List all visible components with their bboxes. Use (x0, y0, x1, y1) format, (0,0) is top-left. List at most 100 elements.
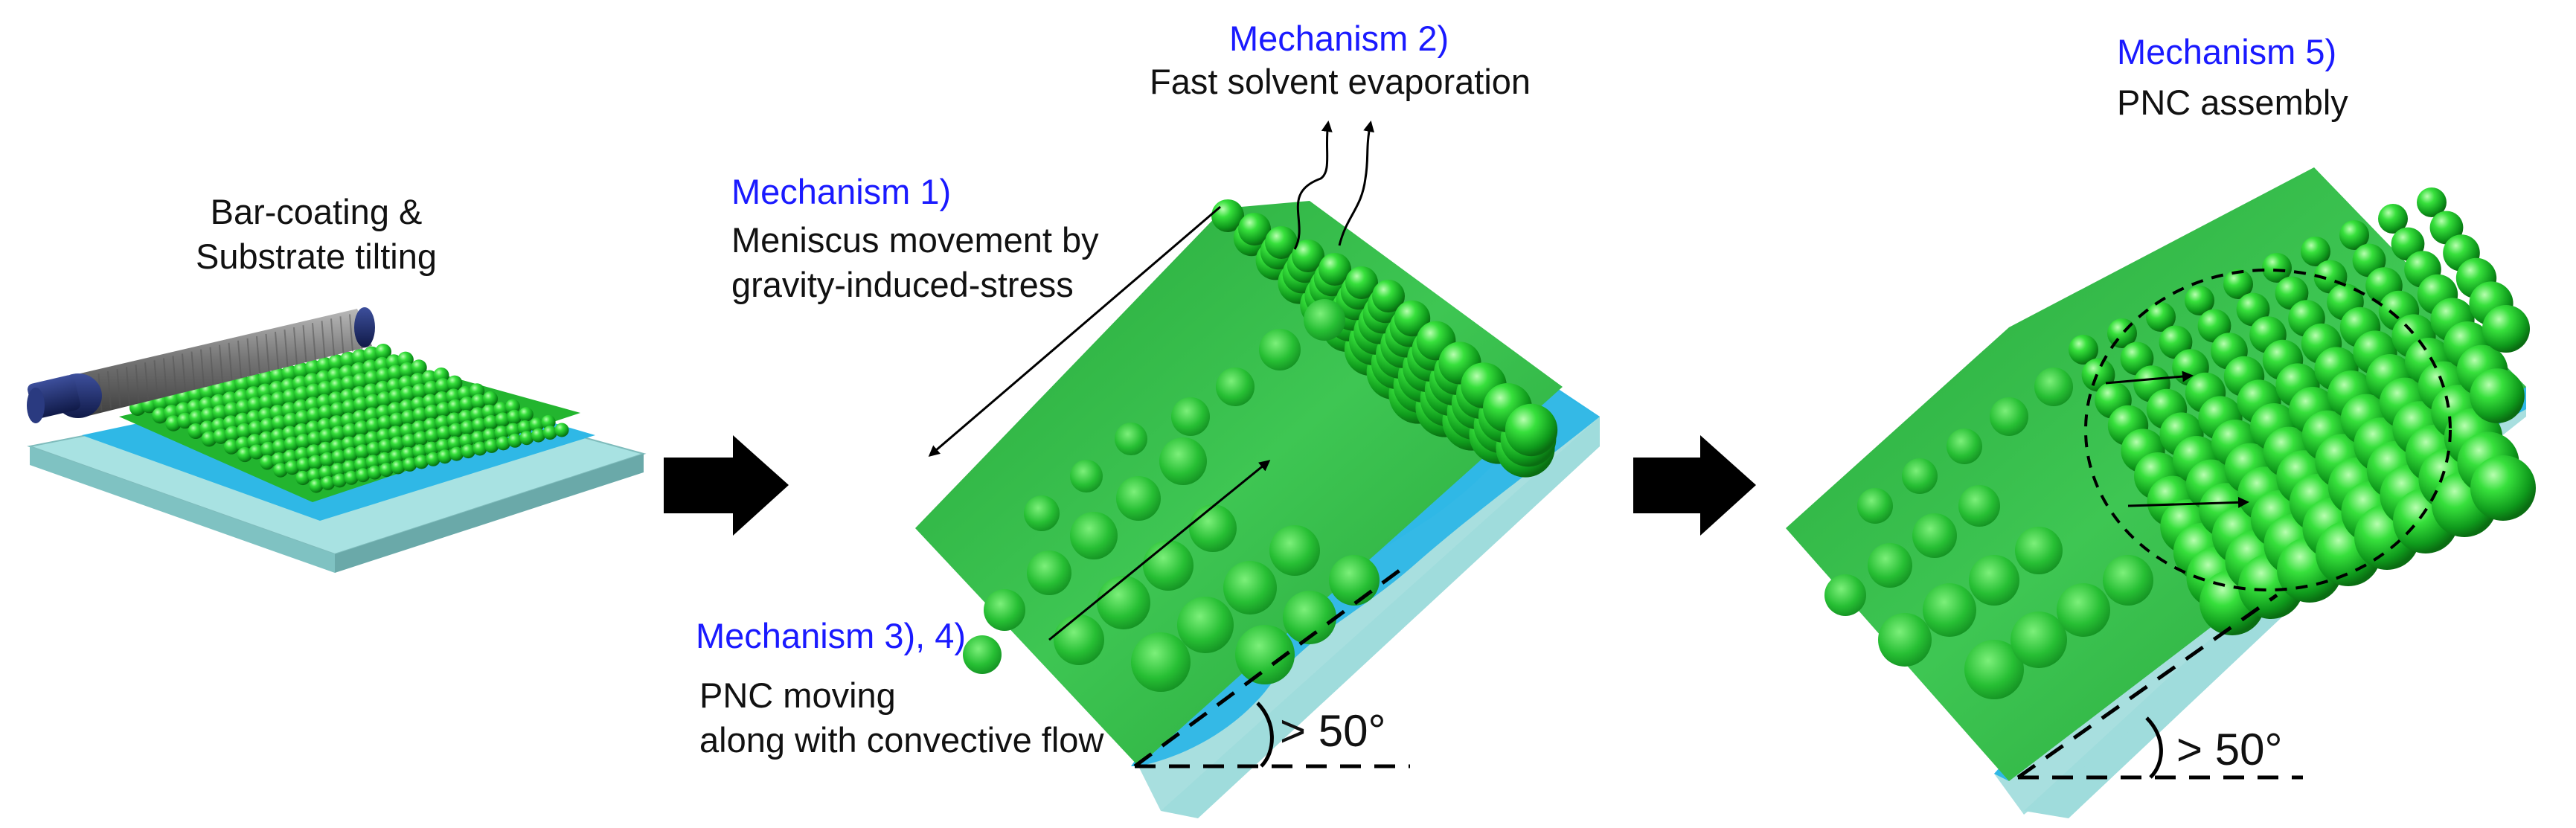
nanocrystal-sphere (542, 426, 557, 440)
nanocrystal-sphere (984, 589, 1025, 631)
nanocrystal-sphere (447, 399, 463, 414)
nanocrystal-sphere (1964, 640, 2024, 699)
nanocrystal-sphere (1394, 300, 1431, 337)
coated-nanocrystals (129, 344, 569, 493)
nanocrystal-sphere (377, 415, 393, 431)
mechanism-5-label: Mechanism 5) (2117, 32, 2337, 71)
nanocrystal-sphere (342, 460, 357, 475)
nanocrystal-sphere (388, 388, 404, 405)
nanocrystal-sphere (507, 433, 522, 448)
nanocrystal-sphere (482, 428, 498, 443)
nanocrystal-sphere (400, 446, 416, 462)
nanocrystal-spheres (963, 199, 1558, 692)
nanocrystal-sphere (413, 431, 429, 446)
nanocrystal-sphere (344, 470, 359, 485)
nanocrystal-sphere (2470, 455, 2536, 521)
nanocrystal-sphere (375, 344, 391, 360)
nanocrystal-sphere (1259, 329, 1301, 370)
nanocrystal-sphere (459, 433, 474, 449)
nanocrystal-sphere (1223, 561, 1277, 614)
nanocrystal-sphere (377, 452, 392, 467)
coating-bar (27, 307, 375, 423)
nanocrystal-sphere (1265, 226, 1298, 259)
nanocrystal-sphere (1878, 613, 1932, 667)
nanocrystal-sphere (402, 433, 417, 449)
nanocrystal-sphere (354, 420, 370, 436)
nanocrystal-sphere (471, 431, 486, 446)
nanocrystal-sphere (2069, 335, 2098, 365)
nanocrystal-sphere (307, 468, 322, 483)
nanocrystal-sphere (389, 412, 405, 428)
nanocrystal-sphere (320, 452, 335, 467)
nanocrystal-sphere (2057, 583, 2110, 637)
nanocrystal-sphere (295, 470, 310, 486)
nanocrystal-sphere (1947, 429, 1982, 464)
nanocrystal-sphere (378, 439, 394, 454)
nanocrystal-sphere (1116, 476, 1161, 521)
nanocrystal-sphere (437, 426, 452, 440)
nanocrystal-sphere (213, 429, 229, 444)
tilt-angle-label: > 50° (2176, 725, 2283, 774)
nanocrystal-sphere (460, 420, 475, 435)
nanocrystal-sphere (260, 417, 275, 434)
nanocrystal-sphere (2015, 527, 2063, 574)
nanocrystal-sphere (1923, 583, 1976, 637)
nanocrystal-sphere (449, 446, 464, 461)
nanocrystal-sphere (1824, 574, 1866, 616)
nanocrystal-sphere (295, 434, 311, 449)
nanocrystal-sphere (1131, 632, 1191, 692)
nanocrystal-sphere (318, 404, 334, 420)
nanocrystal-sphere (1912, 513, 1957, 558)
nanocrystal-sphere (459, 397, 475, 412)
nanocrystal-sphere (1372, 280, 1405, 312)
nanocrystal-sphere (318, 428, 335, 444)
nanocrystal-sphere (447, 436, 462, 451)
nanocrystal-sphere (223, 439, 240, 455)
nanocrystal-sphere (307, 407, 322, 423)
nanocrystal-sphere (2146, 302, 2176, 332)
nanocrystal-sphere (554, 423, 569, 437)
nanocrystal-sphere (411, 359, 427, 376)
nanocrystal-sphere (1143, 540, 1194, 591)
mechanism-5-description: PNC assembly (2117, 83, 2348, 122)
nanocrystal-sphere (1958, 485, 2000, 527)
nanocrystal-sphere (484, 438, 499, 453)
nanocrystal-sphere (1177, 597, 1234, 653)
nanocrystal-sphere (436, 402, 452, 417)
nanocrystal-sphere (1292, 240, 1324, 272)
nanocrystal-sphere (2103, 555, 2153, 606)
nanocrystal-sphere (330, 426, 346, 441)
nanocrystal-sphere (414, 455, 429, 469)
tilt-angle-label: > 50° (1280, 706, 1386, 756)
nanocrystal-sphere (365, 394, 381, 410)
right-arrow-icon (1633, 435, 1756, 536)
nanocrystal-sphere (1505, 403, 1558, 457)
nanocrystal-sphere (249, 444, 264, 460)
nanocrystal-sphere (1868, 543, 1912, 588)
nanocrystal-sphere (2482, 305, 2530, 353)
nanocrystal-sphere (1097, 576, 1150, 629)
nanocrystal-sphere (237, 446, 253, 463)
nanocrystal-sphere (188, 423, 204, 440)
nanocrystal-sphere (1969, 555, 2019, 606)
nanocrystal-sphere (284, 460, 300, 475)
nanocrystal-sphere (507, 409, 522, 425)
nanocrystal-sphere (484, 414, 499, 430)
nanocrystal-sphere (271, 415, 287, 431)
nanocrystal-sphere (2301, 237, 2330, 266)
nanocrystal-sphere (461, 444, 475, 459)
nanocrystal-sphere (1115, 423, 1147, 455)
mechanism-3-4-description: PNC moving along with convective flow (699, 675, 1104, 760)
nanocrystal-sphere (425, 428, 440, 443)
nanocrystal-sphere (495, 412, 510, 427)
nanocrystal-sphere (330, 402, 346, 418)
nanocrystal-sphere (2470, 368, 2525, 423)
nanocrystal-sphere (318, 465, 334, 481)
nanocrystal-sphere (494, 426, 509, 440)
nanocrystal-sphere (435, 438, 451, 454)
nanocrystal-sphere (1269, 525, 1320, 576)
bar-coating-title: Bar-coating & Substrate tilting (196, 192, 437, 277)
nanocrystal-sphere (2339, 220, 2369, 250)
nanocrystal-sphere (411, 383, 428, 399)
nanocrystal-sphere (1027, 551, 1071, 595)
